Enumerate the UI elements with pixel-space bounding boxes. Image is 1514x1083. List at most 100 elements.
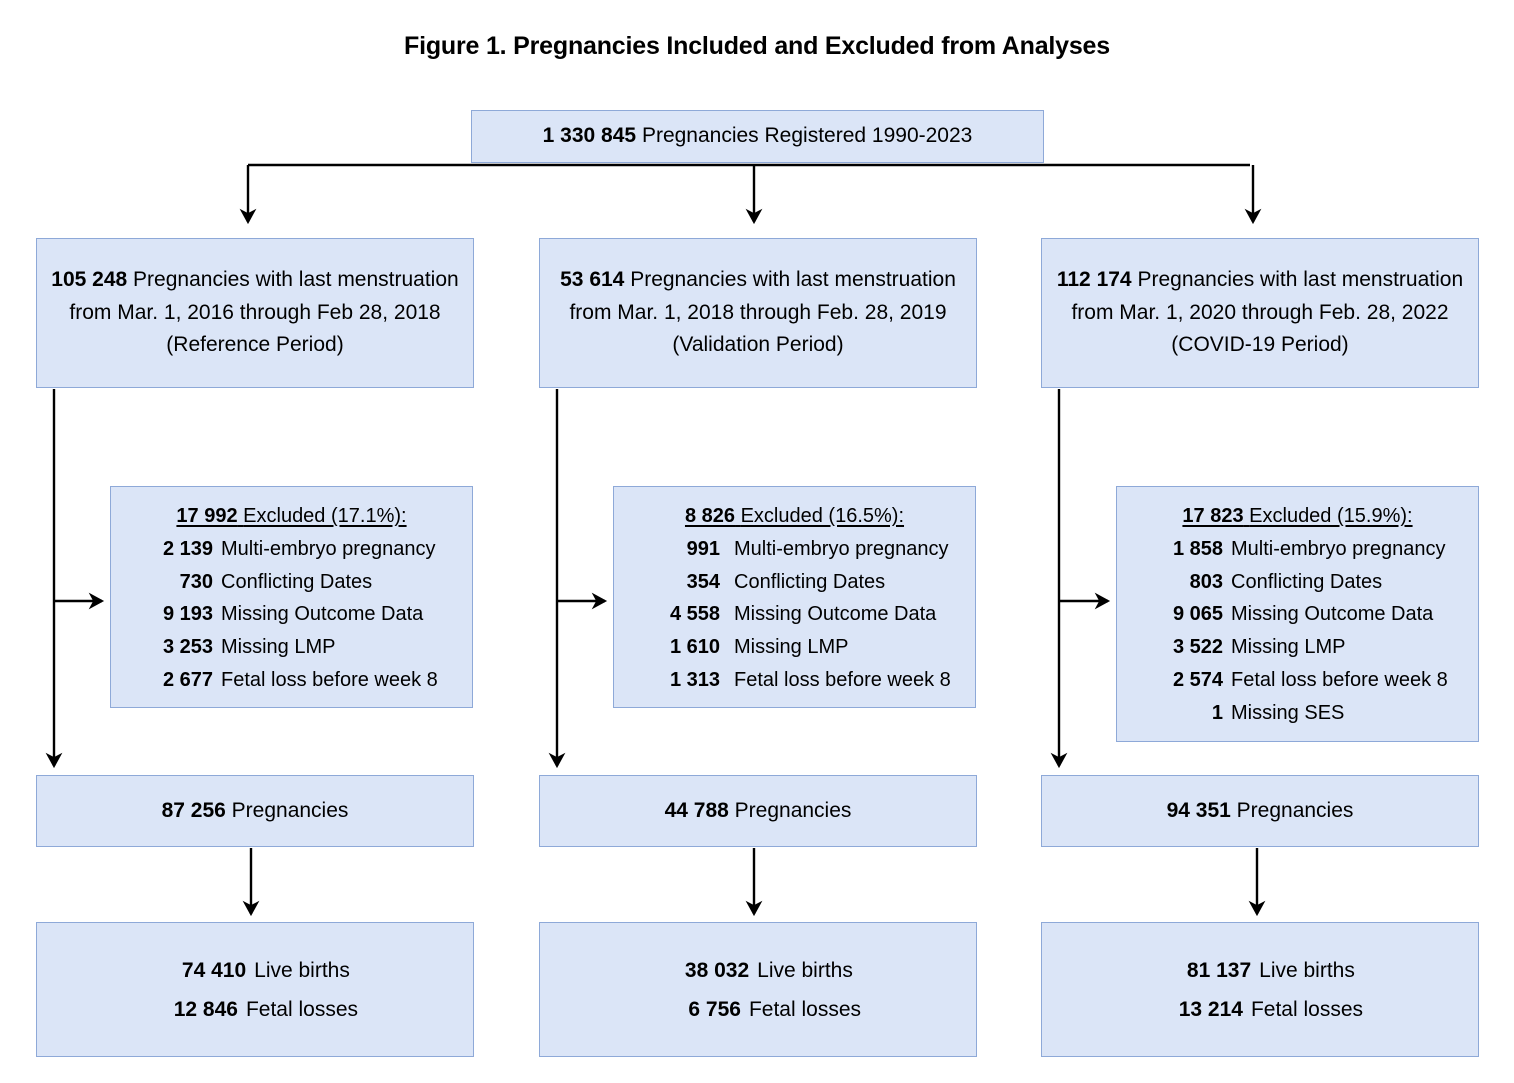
reason-label: Missing Outcome Data (734, 603, 937, 626)
outcome-row: 13 214 Fetal losses (1157, 999, 1363, 1020)
period-box-covid19: 112 174 Pregnancies with last menstruati… (1041, 238, 1479, 388)
outcome-label: Live births (757, 958, 853, 982)
exclusion-reason-list: 1 858 Multi-embryo pregnancy 803 Conflic… (1117, 533, 1478, 730)
retained-label: Pregnancies (1236, 798, 1354, 822)
period-count: 112 174 (1056, 268, 1132, 292)
reason-label: Fetal loss before week 8 (1231, 668, 1448, 691)
period-count: 105 248 (51, 268, 128, 292)
outcome-count: 38 032 (684, 958, 750, 982)
exclusion-reason-row: 3 253 Missing LMP (129, 631, 472, 664)
outcome-label: Fetal losses (748, 997, 862, 1021)
period-line-2: from Mar. 1, 2018 through Feb. 28, 2019 (569, 300, 947, 324)
exclusion-reason-row: 1 858 Multi-embryo pregnancy (1139, 533, 1478, 566)
reason-count: 2 574 (1172, 668, 1223, 691)
exclusion-reason-row: 1 313 Fetal loss before week 8 (644, 664, 975, 697)
exclusion-header-label: Excluded (16.5%): (740, 505, 905, 527)
retained-text: 44 788 Pregnancies (665, 795, 852, 828)
reason-label: Missing LMP (734, 636, 849, 659)
reason-label: Missing LMP (221, 636, 336, 659)
reason-label: Multi-embryo pregnancy (734, 537, 949, 560)
period-line-3: (COVID-19 Period) (1171, 333, 1349, 357)
reason-count: 1 313 (669, 668, 720, 691)
exclusion-reason-row: 9 065 Missing Outcome Data (1139, 598, 1478, 631)
exclusion-header-label: Excluded (15.9%): (1249, 505, 1413, 527)
outcome-box-reference: 74 410 Live births 12 846 Fetal losses (36, 922, 474, 1057)
exclusion-count: 8 826 (684, 505, 736, 527)
reason-count: 3 522 (1172, 636, 1223, 659)
period-line-1: 105 248 Pregnancies with last menstruati… (51, 264, 458, 297)
outcome-box-validation: 38 032 Live births 6 756 Fetal losses (539, 922, 977, 1057)
exclusion-reason-row: 4 558 Missing Outcome Data (644, 598, 975, 631)
reason-count: 4 558 (669, 603, 720, 626)
root-box-text: 1 330 845 Pregnancies Registered 1990-20… (543, 120, 973, 153)
outcome-count: 81 137 (1186, 958, 1252, 982)
outcome-label: Live births (1259, 958, 1355, 982)
reason-label: Conflicting Dates (221, 570, 373, 593)
reason-count: 803 (1189, 570, 1223, 593)
period-box-reference: 105 248 Pregnancies with last menstruati… (36, 238, 474, 388)
exclusion-reason-row: 2 677 Fetal loss before week 8 (129, 664, 472, 697)
retained-label: Pregnancies (231, 798, 349, 822)
reason-count: 9 065 (1172, 603, 1223, 626)
reason-label: Missing LMP (1231, 636, 1346, 659)
outcome-row: 6 756 Fetal losses (655, 999, 861, 1020)
reason-count: 2 139 (162, 537, 213, 560)
reason-label: Multi-embryo pregnancy (221, 537, 436, 560)
reason-count: 1 (1211, 701, 1223, 724)
exclusion-reason-row: 730 Conflicting Dates (129, 566, 472, 599)
exclusion-reason-row: 9 193 Missing Outcome Data (129, 598, 472, 631)
outcome-box-covid19: 81 137 Live births 13 214 Fetal losses (1041, 922, 1479, 1057)
exclusion-header: 8 826 Excluded (16.5%): (685, 500, 904, 533)
exclusion-box-reference: 17 992 Excluded (17.1%): 2 139 Multi-emb… (110, 486, 473, 708)
period-line-3: (Reference Period) (166, 333, 344, 357)
exclusion-box-validation: 8 826 Excluded (16.5%): 991 Multi-embryo… (613, 486, 976, 708)
exclusion-reason-list: 991 Multi-embryo pregnancy 354 Conflicti… (614, 533, 975, 697)
outcome-label: Live births (254, 958, 350, 982)
period-label: Pregnancies with last menstruation (133, 268, 459, 292)
reason-count: 2 677 (162, 668, 213, 691)
exclusion-reason-row: 2 139 Multi-embryo pregnancy (129, 533, 472, 566)
period-count: 53 614 (560, 268, 625, 292)
retained-box-reference: 87 256 Pregnancies (36, 775, 474, 847)
reason-label: Fetal loss before week 8 (221, 668, 438, 691)
outcome-row: 81 137 Live births (1165, 960, 1355, 981)
exclusion-header: 17 992 Excluded (17.1%): (176, 500, 406, 533)
exclusion-count: 17 823 (1182, 505, 1244, 527)
exclusion-header: 17 823 Excluded (15.9%): (1182, 500, 1412, 533)
exclusion-reason-row: 354 Conflicting Dates (644, 566, 975, 599)
reason-count: 730 (179, 570, 213, 593)
reason-count: 354 (686, 570, 720, 593)
exclusion-reason-row: 2 574 Fetal loss before week 8 (1139, 664, 1478, 697)
outcome-count: 6 756 (688, 997, 741, 1021)
retained-text: 94 351 Pregnancies (1167, 795, 1354, 828)
exclusion-box-covid19: 17 823 Excluded (15.9%): 1 858 Multi-emb… (1116, 486, 1479, 742)
exclusion-reason-list: 2 139 Multi-embryo pregnancy 730 Conflic… (111, 533, 472, 697)
reason-label: Conflicting Dates (734, 570, 886, 593)
root-label: Pregnancies Registered 1990-2023 (641, 124, 973, 148)
period-line-2: from Mar. 1, 2020 through Feb. 28, 2022 (1071, 300, 1449, 324)
period-box-validation: 53 614 Pregnancies with last menstruatio… (539, 238, 977, 388)
retained-label: Pregnancies (734, 798, 852, 822)
reason-label: Multi-embryo pregnancy (1231, 537, 1446, 560)
period-line-1: 53 614 Pregnancies with last menstruatio… (560, 264, 956, 297)
reason-label: Missing SES (1231, 701, 1345, 724)
connector-root-split (239, 163, 1262, 225)
retained-box-covid19: 94 351 Pregnancies (1041, 775, 1479, 847)
period-label: Pregnancies with last menstruation (630, 268, 956, 292)
reason-count: 3 253 (162, 636, 213, 659)
reason-label: Missing Outcome Data (221, 603, 424, 626)
outcome-label: Fetal losses (245, 997, 359, 1021)
reason-label: Fetal loss before week 8 (734, 668, 951, 691)
period-line-1: 112 174 Pregnancies with last menstruati… (1057, 264, 1463, 297)
reason-label: Conflicting Dates (1231, 570, 1383, 593)
root-box: 1 330 845 Pregnancies Registered 1990-20… (471, 110, 1044, 163)
retained-count: 94 351 (1166, 798, 1231, 822)
reason-count: 991 (686, 537, 720, 560)
retained-count: 87 256 (161, 798, 226, 822)
period-label: Pregnancies with last menstruation (1137, 268, 1464, 292)
page-title: Figure 1. Pregnancies Included and Exclu… (404, 32, 1110, 60)
reason-count: 1 610 (669, 636, 720, 659)
outcome-count: 12 846 (173, 997, 238, 1021)
exclusion-reason-row: 1 610 Missing LMP (644, 631, 975, 664)
exclusion-reason-row: 803 Conflicting Dates (1139, 566, 1478, 599)
